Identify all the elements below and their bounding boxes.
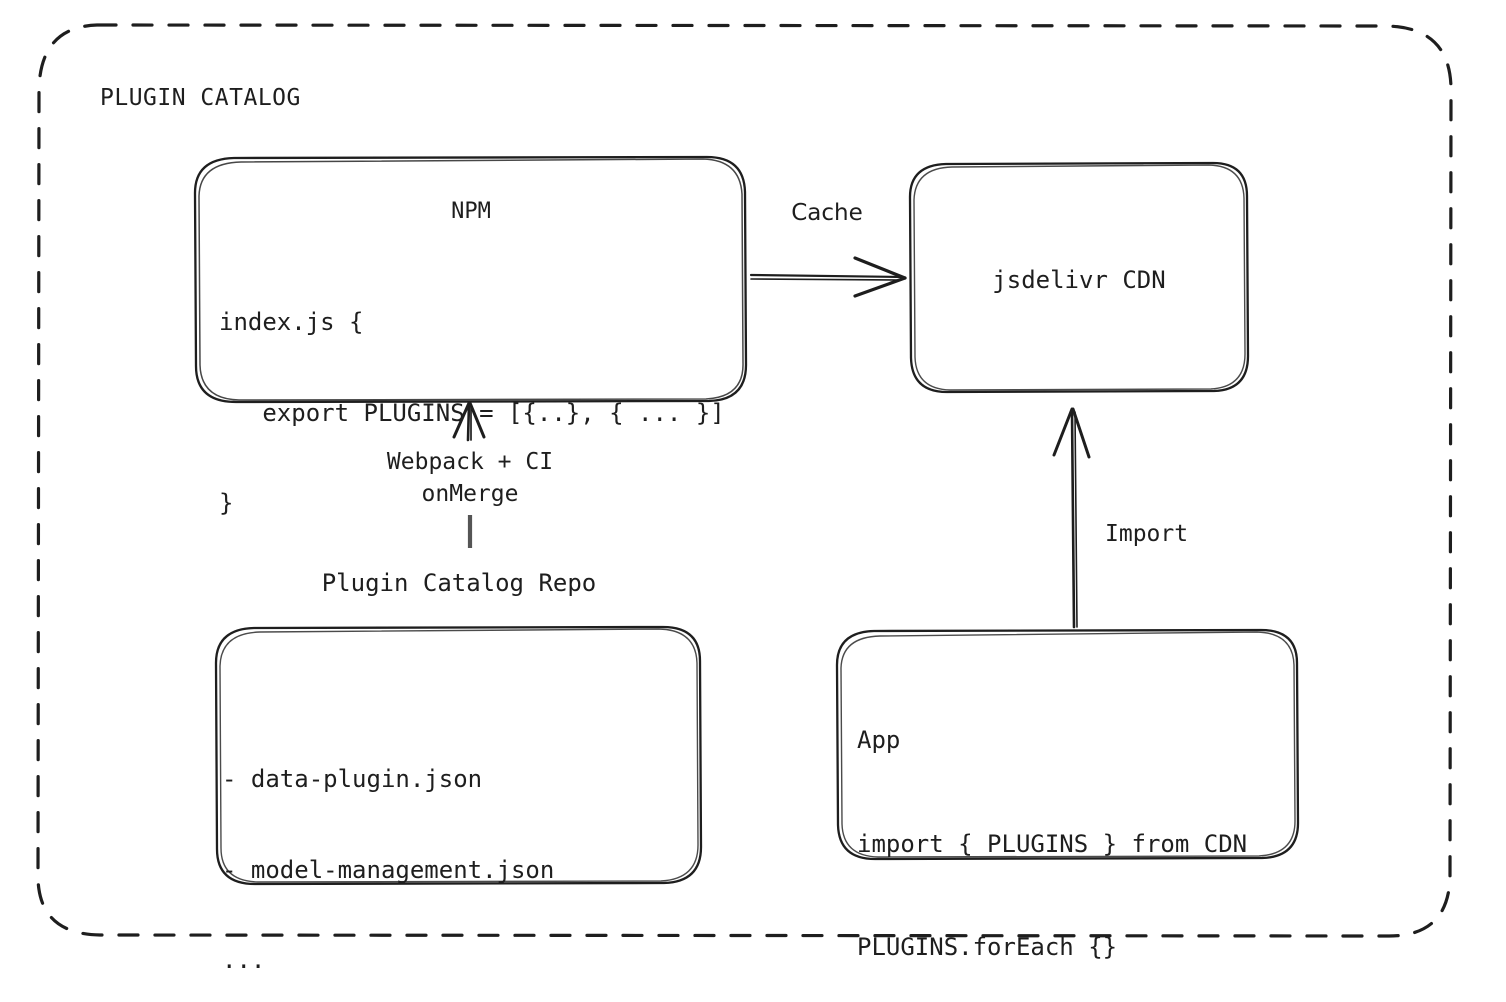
npm-code-line-1: index.js { (219, 307, 364, 336)
build-edge-label-line1: Webpack + CI (386, 449, 554, 475)
app-code-block: App import { PLUGINS } from CDN PLUGINS.… (857, 677, 1247, 1002)
build-edge-label-line2: onMerge (421, 481, 519, 507)
import-edge-label: Import (1105, 521, 1189, 547)
repo-file-item-1: - data-plugin.json (222, 764, 483, 793)
repo-file-item-3: ... (222, 946, 266, 975)
repo-file-list: - data-plugin.json - model-management.js… (222, 708, 554, 1002)
repo-file-item-2: - model-management.json (222, 855, 555, 884)
import-arrow (1052, 407, 1091, 629)
npm-code-line-2: export PLUGINS = [{..}, { ... }] (219, 398, 725, 427)
app-code-line-1: import { PLUGINS } from CDN (857, 829, 1248, 858)
app-node-title: App (857, 726, 901, 755)
group-title: PLUGIN CATALOG (100, 85, 301, 111)
app-code-line-2: PLUGINS.forEach {} (857, 932, 1118, 961)
cache-edge-label: Cache (791, 200, 863, 226)
npm-node-title: NPM (451, 199, 491, 224)
npm-code-line-3: } (219, 489, 234, 518)
npm-code-block: index.js { export PLUGINS = [{..}, { ...… (219, 251, 725, 575)
cdn-node-title: jsdelivr CDN (992, 266, 1166, 294)
repo-node-caption: Plugin Catalog Repo (321, 569, 597, 597)
cache-arrow (749, 256, 907, 298)
